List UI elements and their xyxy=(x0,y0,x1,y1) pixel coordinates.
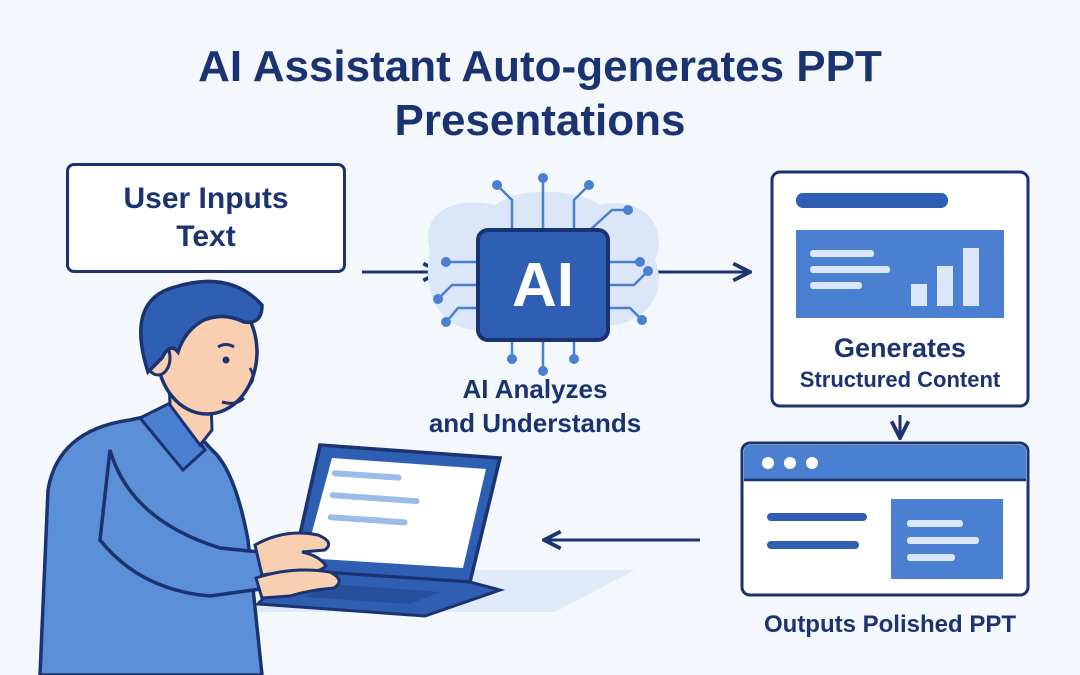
ai-analyzes-label: AI Analyzes and Understands xyxy=(405,372,665,440)
outputs-label: Outputs Polished PPT xyxy=(763,611,1016,638)
input-label-line-1: User Inputs xyxy=(123,182,289,215)
ai-label-line-1: AI Analyzes xyxy=(462,374,608,404)
slide-preview-icon xyxy=(770,170,1030,408)
user-input-box: User Inputs Text xyxy=(66,163,346,273)
ai-chip-text: AI xyxy=(512,251,574,320)
title-line-2: Presentations xyxy=(394,96,686,145)
browser-window-icon xyxy=(740,441,1030,597)
person-illustration xyxy=(38,279,506,675)
generates-label: Generates xyxy=(833,333,967,363)
input-label-line-2: Text xyxy=(176,220,236,253)
ai-label-line-2: and Understands xyxy=(428,408,642,438)
circuit-chip-icon: AI xyxy=(427,173,659,376)
diagram-title: AI Assistant Auto-generates PPT Presenta… xyxy=(0,40,1080,148)
structured-content-label: Structured Content xyxy=(799,367,1001,392)
title-line-1: AI Assistant Auto-generates PPT xyxy=(198,42,882,91)
